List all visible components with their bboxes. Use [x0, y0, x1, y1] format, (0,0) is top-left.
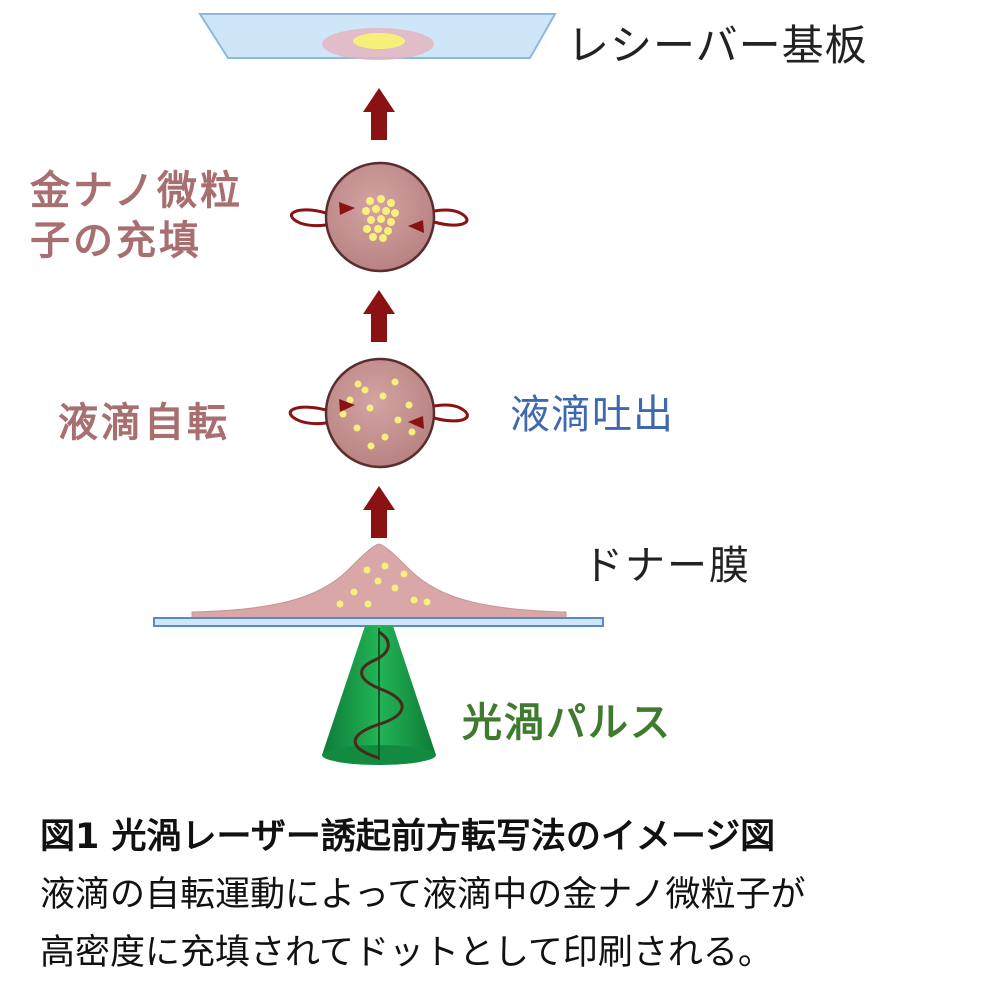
rotation-arrow-icon — [290, 208, 469, 228]
label-droplet-ejection: 液滴吐出 — [510, 392, 674, 438]
packed-droplet — [324, 161, 436, 273]
label-gold-nanoparticle-filling-line2: 子の充填 — [30, 218, 202, 264]
rotating-droplet — [324, 357, 436, 469]
dispersed-nanoparticles — [339, 378, 416, 450]
label-optical-vortex-pulse: 光渦パルス — [462, 700, 672, 746]
lift-process-diagram — [153, 13, 604, 765]
label-droplet-rotation: 液滴自転 — [58, 400, 230, 446]
label-gold-nanoparticle-filling-line1: 金ナノ微粒 — [30, 168, 243, 214]
donor-film — [191, 543, 567, 619]
caption-title: 図1 光渦レーザー誘起前方転写法のイメージ図 — [40, 817, 776, 857]
donor-substrate — [153, 617, 604, 627]
caption-line-2: 高密度に充填されてドットとして印刷される。 — [40, 933, 773, 973]
vortex-helix — [353, 630, 404, 760]
label-donor-film: ドナー膜 — [583, 543, 751, 589]
printed-dot — [353, 33, 405, 49]
packed-nanoparticles — [362, 195, 399, 242]
film-nanoparticles — [336, 562, 431, 608]
up-arrow-icon — [363, 290, 395, 342]
rotation-arrowheads — [339, 202, 424, 233]
label-receiver-substrate: レシーバー基板 — [567, 21, 868, 70]
up-arrow-icon — [363, 486, 395, 538]
up-arrow-icon — [363, 88, 395, 140]
caption-line-1: 液滴の自転運動によって液滴中の金ナノ微粒子が — [40, 875, 806, 915]
rotation-arrow-icon — [288, 403, 469, 426]
receiver-substrate — [198, 13, 557, 60]
rotation-arrowheads — [339, 399, 424, 429]
optical-vortex-beam — [322, 626, 436, 765]
